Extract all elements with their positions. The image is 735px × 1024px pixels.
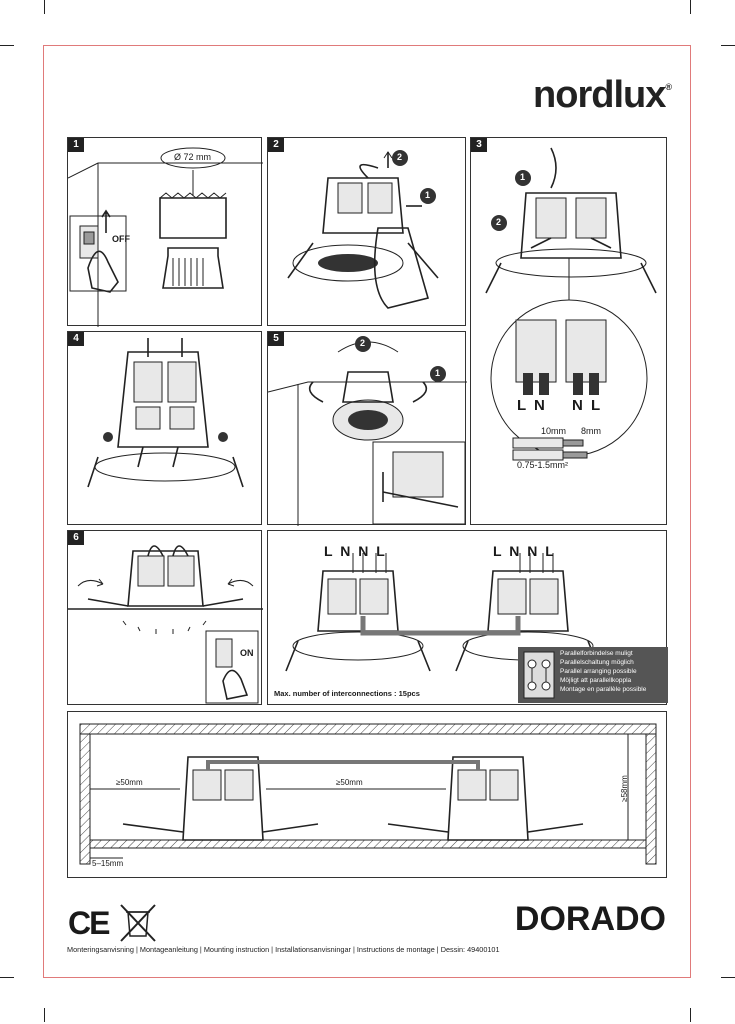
step-1-panel: 1 Ø 72 mm OFF bbox=[67, 137, 263, 327]
callout-1: 1 bbox=[520, 172, 526, 182]
crop-mark bbox=[721, 977, 735, 978]
crop-mark bbox=[0, 977, 14, 978]
gap-wall-label: ≥50mm bbox=[116, 778, 143, 787]
callout-2: 2 bbox=[397, 152, 403, 162]
step-4-illustration bbox=[87, 338, 244, 488]
spacing-panel: ≥50mm ≥50mm ≥58mm 5–15mm bbox=[67, 711, 667, 878]
strip-length-8mm: 8mm bbox=[581, 426, 601, 436]
step-number: 5 bbox=[268, 332, 284, 346]
step-1-illustration bbox=[68, 147, 263, 327]
parallel-text: Parallelforbindelse muligt bbox=[560, 650, 633, 657]
product-title: DORADO bbox=[514, 900, 666, 938]
crop-mark bbox=[690, 1008, 691, 1022]
crop-mark bbox=[0, 45, 14, 46]
ceiling-thickness-label: 5–15mm bbox=[92, 859, 124, 868]
spacing-illustration bbox=[79, 723, 657, 865]
ce-mark: CE bbox=[68, 905, 110, 941]
interconnect-panel: L N N L L N N L Max. number of interconn… bbox=[267, 530, 667, 705]
step-number: 4 bbox=[68, 332, 84, 346]
parallel-text: Parallelschaltung möglich bbox=[560, 659, 634, 666]
weee-bin-icon bbox=[120, 904, 156, 942]
step-number: 3 bbox=[471, 138, 487, 152]
terminal-labels-right: N L bbox=[572, 397, 603, 414]
hole-diameter-label: Ø 72 mm bbox=[174, 152, 212, 162]
callout-2: 2 bbox=[496, 217, 502, 227]
step-number: 1 bbox=[68, 138, 84, 152]
brand-logo: nordlux® bbox=[533, 74, 672, 116]
callout-2: 2 bbox=[360, 338, 366, 348]
parallel-info-box: Parallelforbindelse muligt Parallelschal… bbox=[518, 647, 668, 703]
depth-label: ≥58mm bbox=[619, 775, 629, 802]
interconnect-illustration bbox=[285, 553, 601, 672]
crop-mark bbox=[690, 0, 691, 14]
max-interconnections-label: Max. number of interconnections : 15pcs bbox=[274, 689, 420, 698]
step-number: 6 bbox=[68, 531, 84, 545]
step-5-panel: 5 2 1 bbox=[267, 331, 467, 526]
callout-1: 1 bbox=[425, 190, 431, 200]
switch-off-label: OFF bbox=[112, 234, 130, 244]
step-6-panel: 6 ON bbox=[67, 530, 263, 705]
step-4-panel: 4 bbox=[67, 331, 262, 525]
crop-mark bbox=[44, 1008, 45, 1022]
parallel-text: Möjligt att parallellkoppla bbox=[560, 677, 632, 684]
terminal-labels-left: L N N L bbox=[324, 543, 387, 559]
wire-section-label: 0.75-1.5mm² bbox=[517, 460, 569, 470]
gap-between-label: ≥50mm bbox=[336, 778, 363, 787]
step-3-illustration bbox=[485, 147, 657, 461]
step-2-panel: 2 2 1 bbox=[267, 137, 466, 326]
parallel-wiring-icon bbox=[523, 651, 555, 699]
crop-mark bbox=[44, 0, 45, 14]
callout-1: 1 bbox=[435, 368, 441, 378]
footer-text: Monteringsanvisning | Montageanleitung |… bbox=[67, 945, 500, 954]
step-2-illustration bbox=[287, 150, 439, 309]
step-6-illustration bbox=[68, 545, 263, 704]
step-5-illustration bbox=[268, 336, 467, 526]
strip-length-10mm: 10mm bbox=[541, 426, 567, 436]
step-number: 2 bbox=[268, 138, 284, 152]
terminal-labels-right: L N N L bbox=[493, 543, 556, 559]
step-3-panel: 3 1 2 L N N L 10mm 8mm 0.75-1.5mm² bbox=[470, 137, 667, 525]
terminal-labels-left: L N bbox=[517, 397, 547, 414]
switch-on-label: ON bbox=[240, 648, 254, 658]
parallel-text: Montage en parallèle possible bbox=[560, 686, 647, 693]
crop-mark bbox=[721, 45, 735, 46]
sheet-border bbox=[43, 45, 691, 978]
parallel-text: Parallel arranging possible bbox=[560, 668, 637, 675]
